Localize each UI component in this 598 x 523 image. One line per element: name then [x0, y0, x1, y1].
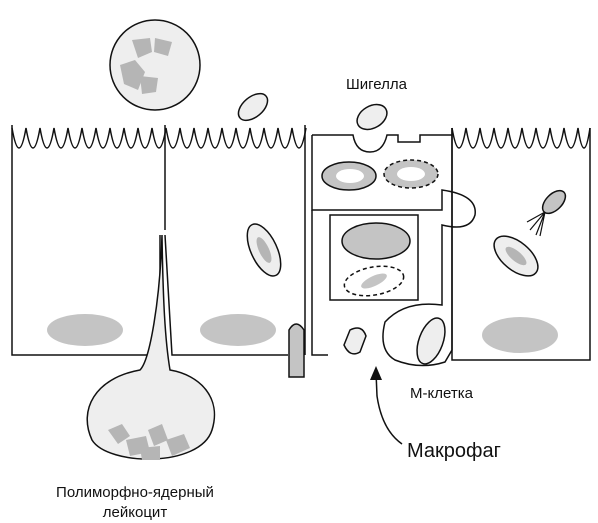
epithelial-cell-1: [12, 125, 165, 355]
label-pmn-leukocyte: Полиморфно-ядерный лейкоцит: [28, 483, 242, 523]
macrophage-arrow: [376, 372, 402, 444]
free-bacterium: [234, 88, 273, 125]
label-pmn-line2: лейкоцит: [28, 503, 242, 523]
pmn-leukocyte-migrating: [87, 235, 214, 460]
microvilli-right: [452, 128, 590, 148]
pmn-leukocyte-round: [110, 20, 200, 110]
label-macrophage: Макрофаг: [407, 440, 501, 463]
epithelial-cell-right: [452, 128, 590, 360]
flagellated-bacterium: [527, 186, 570, 236]
macrophage-nucleus: [342, 223, 410, 259]
exiting-bacterium: [289, 324, 304, 377]
microvilli-left: [12, 128, 306, 148]
label-shigella: Шигелла: [346, 76, 407, 93]
label-pmn-line1: Полиморфно-ядерный: [28, 483, 242, 503]
label-m-cell: М-клетка: [410, 385, 473, 402]
epithelial-cell-2: [165, 125, 305, 377]
shigella-bacterium: [353, 99, 392, 134]
nucleus: [200, 314, 276, 346]
basal-bacterium: [344, 328, 366, 354]
pocket-bacterium: [412, 314, 451, 367]
nucleus: [47, 314, 123, 346]
nucleus: [482, 317, 558, 353]
